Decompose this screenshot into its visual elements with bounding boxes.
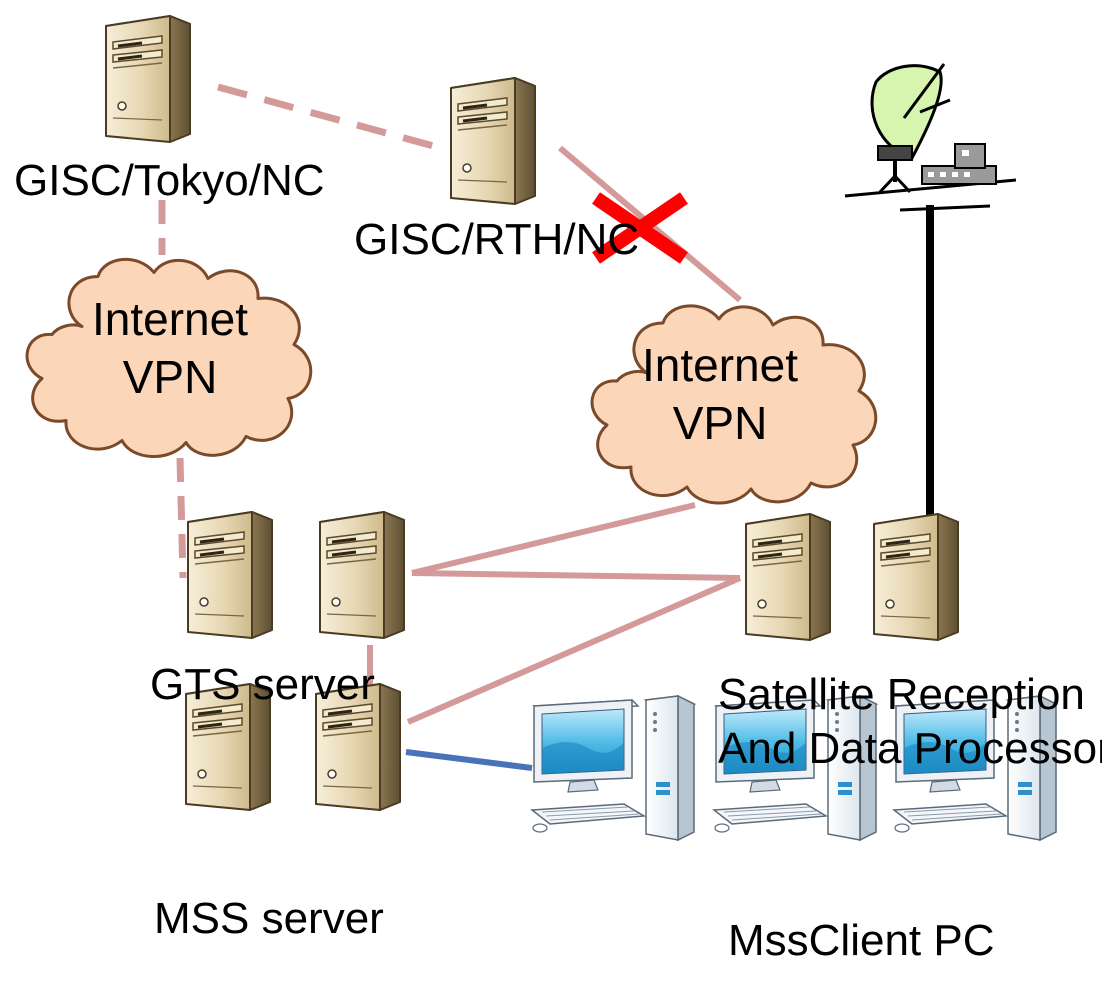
gisc-rth-server-icon [449,76,537,206]
satellite-label-line2: And Data Processor [718,724,1102,773]
satellite-processor-a-icon [744,512,832,642]
gts-server-b-icon [318,510,406,640]
mssclient-pc-label: MssClient PC [728,916,995,965]
satellite-label-line1: Satellite Reception [718,670,1085,719]
link-tokyo-to-rth [217,83,449,154]
link-mss-to-client-lan [405,749,533,771]
gisc-rth-label: GISC/RTH/NC [354,215,640,264]
link-gts-to-vpn-right [411,502,696,576]
internet-vpn-right-line1: Internet [642,339,798,391]
link-mss-to-satellite [406,575,742,725]
internet-vpn-left-line1: Internet [92,293,248,345]
satellite-dish-icon [844,63,1017,212]
mss-server-label: MSS server [154,894,384,943]
link-gts-to-satellite [411,570,741,581]
gisc-tokyo-label: GISC/Tokyo/NC [14,156,325,205]
x-cross-icon [592,192,688,264]
internet-vpn-left-label: Internet VPN [70,290,270,406]
gisc-tokyo-server-icon [104,14,192,144]
internet-vpn-right-line2: VPN [672,397,768,449]
link-vpn-left-to-gts [176,457,187,579]
satellite-processor-b-icon [872,512,960,642]
internet-vpn-left-line2: VPN [122,351,218,403]
internet-vpn-right-label: Internet VPN [620,336,820,452]
client-pc-1-icon [531,695,695,841]
gts-server-a-icon [186,510,274,640]
gts-server-label: GTS server [150,660,375,709]
